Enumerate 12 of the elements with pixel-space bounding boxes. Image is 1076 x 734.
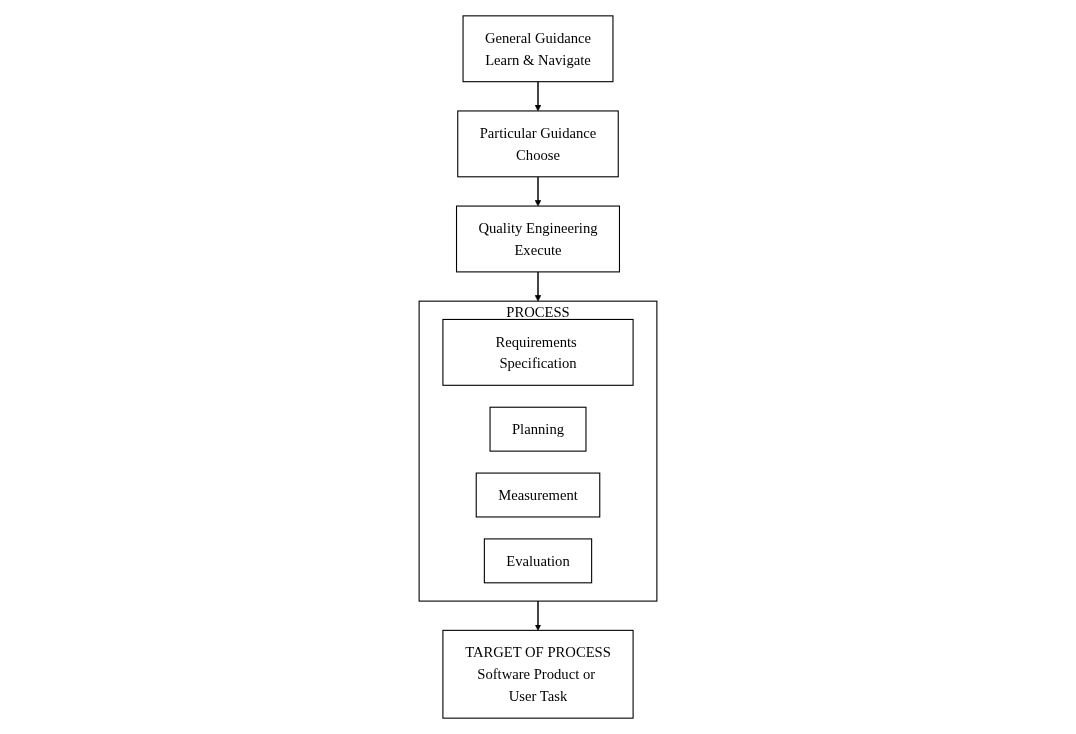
node-box: Requirements Specification	[442, 318, 634, 386]
node-box: Quality Engineering Execute	[455, 205, 620, 273]
arrow	[534, 80, 542, 112]
arrow	[534, 176, 542, 207]
arrow	[534, 271, 542, 302]
arrow	[534, 600, 542, 631]
node-box: General Guidance Learn & Navigate	[462, 15, 614, 83]
node-box: TARGET OF PROCESS Software Product or User Task	[442, 629, 634, 719]
node-box: Particular Guidance Choose	[457, 110, 619, 178]
node-box: Measurement	[475, 472, 601, 518]
node-box: Evaluation	[483, 538, 593, 584]
node-box: Planning	[489, 406, 587, 452]
